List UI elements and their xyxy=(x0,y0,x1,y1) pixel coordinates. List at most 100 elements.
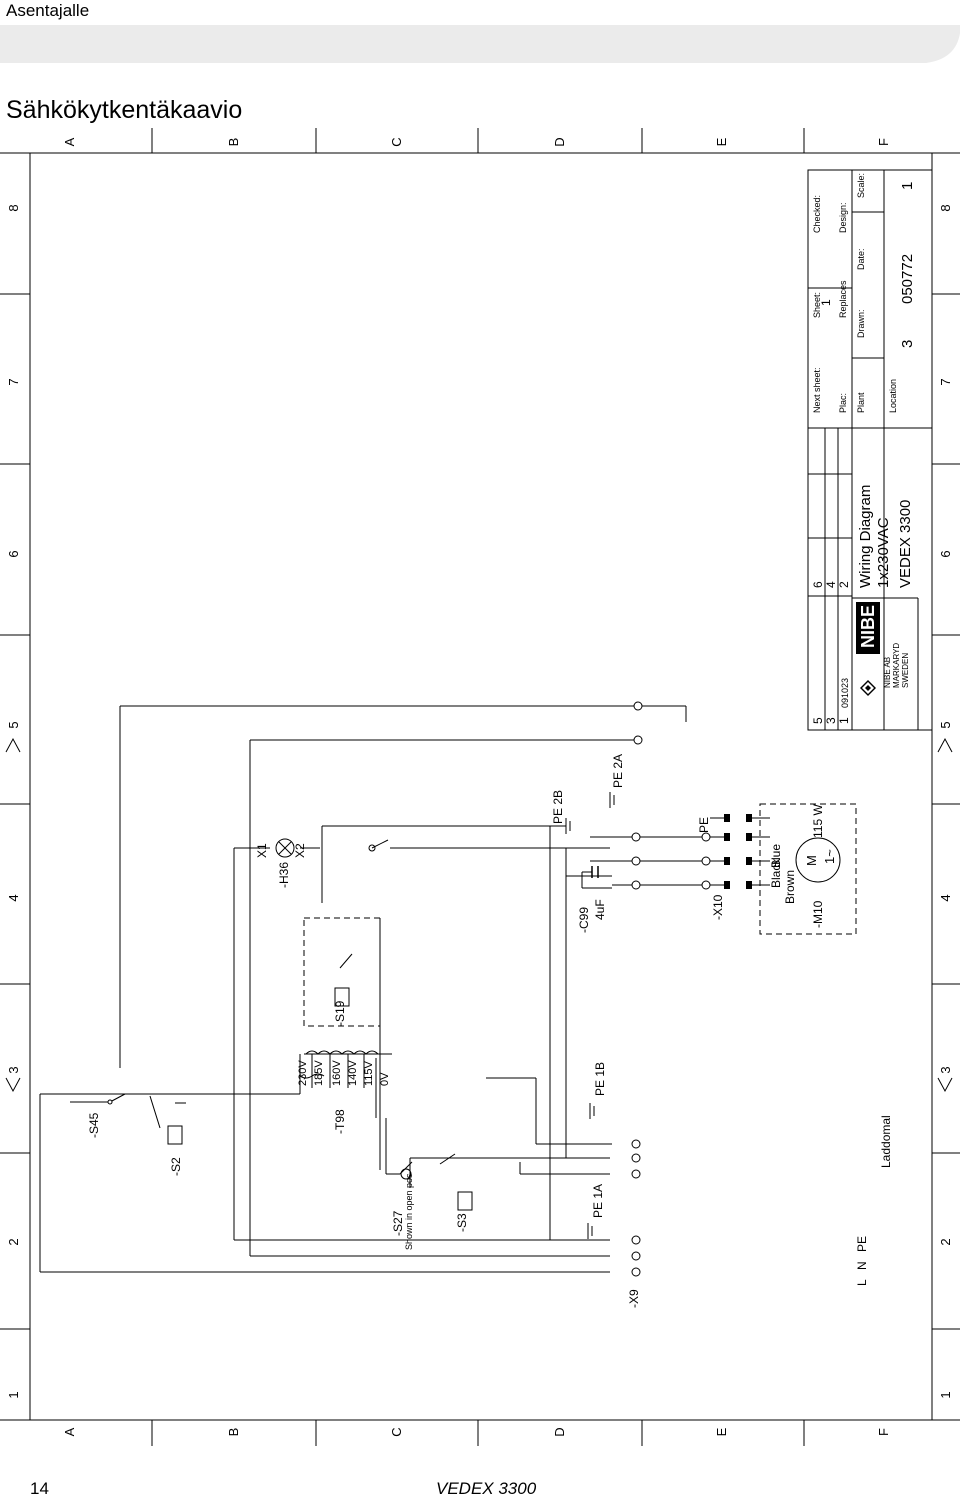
s27-note: Shown in open pos xyxy=(404,1173,414,1250)
col-label-b-bottom: B xyxy=(226,1428,241,1437)
label-x9: -X9 xyxy=(627,1289,641,1308)
tb-rev-1: 1 xyxy=(837,717,851,724)
row-label-2: 2 xyxy=(6,1238,21,1245)
label-laddomal: Laddomal xyxy=(879,1115,893,1168)
row-label-7-right: 7 xyxy=(938,378,953,385)
tb-date: Date: xyxy=(856,248,866,270)
col-label-a: A xyxy=(62,137,77,146)
tap-160v: 160V xyxy=(331,1060,343,1086)
label-s3: -S3 xyxy=(455,1213,469,1232)
tb-design: Design: xyxy=(838,202,848,233)
logo-text: NIBE xyxy=(858,605,878,648)
footer-page-number: 14 xyxy=(30,1479,49,1498)
label-m10: -M10 xyxy=(811,900,825,928)
tb-sheet-col-2: 2 xyxy=(837,581,851,588)
col-label-f: F xyxy=(876,138,891,146)
tb-plac: Plac: xyxy=(838,393,848,413)
tb-rev-5: 5 xyxy=(811,717,825,724)
label-s27: -S27 xyxy=(391,1210,405,1236)
row-label-4: 4 xyxy=(6,894,21,901)
col-label-e: E xyxy=(714,137,729,146)
label-h36: -H36 xyxy=(277,862,291,888)
label-pe-motor: PE xyxy=(697,817,711,833)
col-label-c-bottom: C xyxy=(389,1427,404,1436)
row-label-1: 1 xyxy=(6,1391,21,1398)
tb-sheet-col-6: 6 xyxy=(811,581,825,588)
label-c99: -C99 xyxy=(577,907,591,933)
tap-140v: 140V xyxy=(347,1060,359,1086)
row-label-6-right: 6 xyxy=(938,550,953,557)
label-c99-value: 4uF xyxy=(593,899,607,920)
tap-230v: 230V xyxy=(297,1060,309,1086)
label-pe-1b: PE 1B xyxy=(593,1062,607,1096)
col-label-d-bottom: D xyxy=(552,1427,567,1436)
row-label-4-right: 4 xyxy=(938,894,953,901)
row-label-7: 7 xyxy=(6,378,21,385)
tb-scale: Scale: xyxy=(856,173,866,198)
label-wire-blue: Blue xyxy=(769,844,783,868)
wiring-diagram: A B C D E F A B C D E F 8 7 6 5 4 3 2 1 … xyxy=(0,128,960,1446)
col-label-c: C xyxy=(389,137,404,146)
tb-drawn: Drawn: xyxy=(856,309,866,338)
motor-ac: 1~ xyxy=(822,849,837,864)
label-t98: -T98 xyxy=(333,1109,347,1134)
motor-symbol xyxy=(795,837,841,883)
tb-title-3: VEDEX 3300 xyxy=(897,500,914,588)
tb-doc-page: 1 xyxy=(899,182,916,190)
label-pe-2b: PE 2B xyxy=(551,790,565,824)
tap-0v: 0V xyxy=(379,1072,391,1086)
label-wire-black: Black xyxy=(769,858,783,888)
label-mains-pe: PE xyxy=(855,1236,869,1252)
motor-m: M xyxy=(804,855,819,866)
label-x10: -X10 xyxy=(711,894,725,920)
tb-title-2: 1x230VAC xyxy=(875,517,892,588)
page-title: Sähkökytkentäkaavio xyxy=(6,96,243,124)
lamp-h36 xyxy=(275,838,295,858)
footer-model-name: VEDEX 3300 xyxy=(436,1479,537,1498)
tb-doc-number: 050772 xyxy=(899,254,916,304)
label-pe-1a: PE 1A xyxy=(591,1184,605,1218)
tb-rev-date: 091023 xyxy=(840,678,850,708)
tb-checked: Checked: xyxy=(812,195,822,233)
col-label-a-bottom: A xyxy=(62,1427,77,1436)
tap-115v: 115V xyxy=(363,1060,375,1086)
row-label-1-right: 1 xyxy=(938,1391,953,1398)
label-s19: -S19 xyxy=(333,1000,347,1026)
tb-sheet-col-4: 4 xyxy=(824,581,838,588)
label-x1: X1 xyxy=(255,843,269,858)
tb-replaces: Replaces xyxy=(838,280,848,318)
row-label-6: 6 xyxy=(6,550,21,557)
col-label-d: D xyxy=(552,137,567,146)
capacitor-c99 xyxy=(591,866,599,878)
header-band xyxy=(0,25,960,63)
tb-sheet: Sheet: xyxy=(812,292,822,318)
label-s45: -S45 xyxy=(87,1112,101,1138)
label-mains-n: N xyxy=(855,1261,869,1270)
col-label-e-bottom: E xyxy=(714,1427,729,1436)
tb-rev-3: 3 xyxy=(824,717,838,724)
row-label-5-right: 5 xyxy=(938,721,953,728)
nibe-logo: NIBE xyxy=(856,602,880,696)
tb-doc-a: 3 xyxy=(899,340,916,348)
row-label-5: 5 xyxy=(6,721,21,728)
label-pe-2a: PE 2A xyxy=(611,754,625,788)
tb-company-3: SWEDEN xyxy=(901,653,910,688)
label-s2: -S2 xyxy=(169,1157,183,1176)
tb-plant: Plant xyxy=(856,392,866,413)
row-label-3-right: 3 xyxy=(938,1066,953,1073)
tb-location: Location xyxy=(888,379,898,413)
label-wire-brown: Brown xyxy=(783,870,797,904)
title-block xyxy=(807,169,933,731)
tb-title-1: Wiring Diagram xyxy=(857,485,874,588)
row-label-8: 8 xyxy=(6,204,21,211)
row-label-3: 3 xyxy=(6,1066,21,1073)
tb-company-2: MARKARYD xyxy=(892,643,901,688)
label-x2: X2 xyxy=(293,843,307,858)
tb-company-1: NIBE AB xyxy=(883,657,892,688)
row-label-2-right: 2 xyxy=(938,1238,953,1245)
section-label: Asentajalle xyxy=(6,1,90,20)
col-label-b: B xyxy=(226,138,241,147)
tb-next-sheet: Next sheet: xyxy=(812,367,822,413)
row-label-8-right: 8 xyxy=(938,204,953,211)
label-motor-power: 115 W xyxy=(811,804,825,838)
